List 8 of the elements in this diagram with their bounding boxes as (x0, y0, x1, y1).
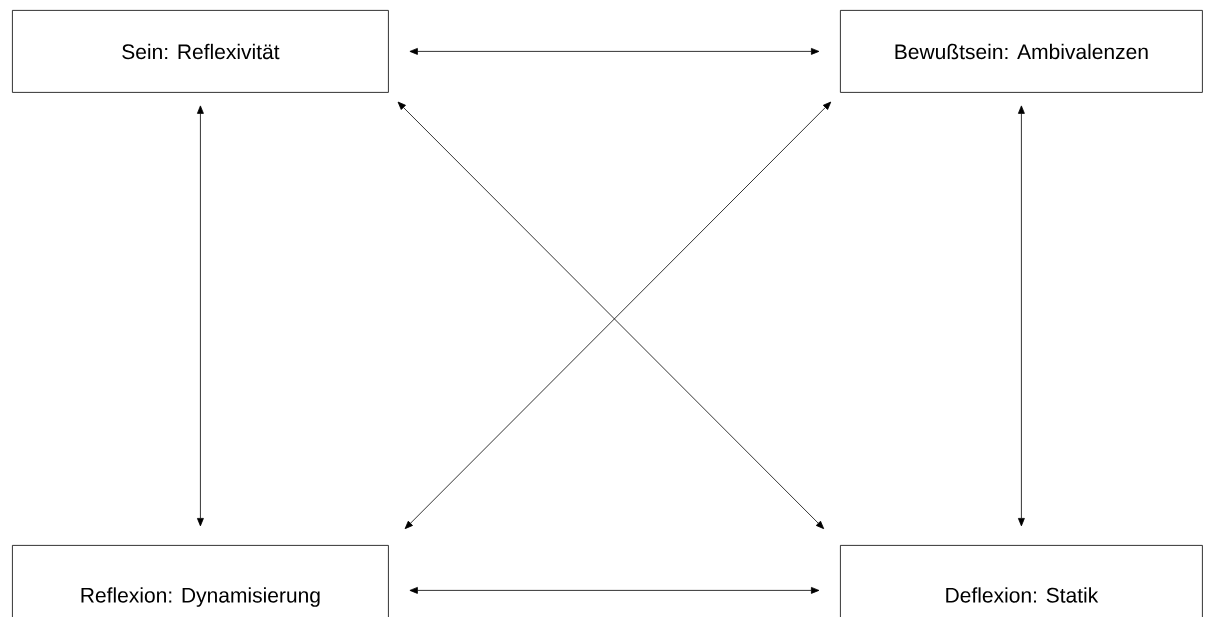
double-arrow (409, 587, 820, 594)
double-arrow (197, 105, 204, 527)
concept-box: Bewußtsein: Ambivalenzen (840, 10, 1203, 93)
concept-box: Deflexion: Statik (840, 545, 1203, 617)
double-arrow (1018, 105, 1025, 527)
concept-box: Sein: Reflexivität (12, 10, 389, 93)
double-arrow (409, 48, 820, 55)
concept-box: Reflexion: Dynamisierung (12, 545, 389, 617)
